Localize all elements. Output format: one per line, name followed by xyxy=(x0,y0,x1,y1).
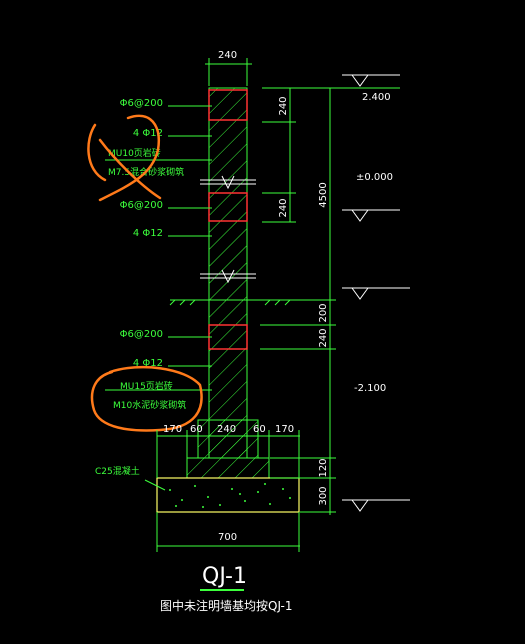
beam-dim-2: 240 xyxy=(278,198,289,217)
top-width-label: 240 xyxy=(218,50,237,61)
ring-beam-middle xyxy=(208,192,248,222)
leader-lines xyxy=(105,105,212,491)
elevation-bottom: -2.100 xyxy=(354,383,386,394)
concrete-label: C25混凝土 xyxy=(95,465,140,477)
upper-brick-label: MU10页岩砖 xyxy=(108,147,161,159)
concrete-speckle xyxy=(169,483,291,508)
stirrup-label-2: Φ6@200 xyxy=(120,200,163,211)
dim-240: 240 xyxy=(318,328,329,347)
elevation-top: 2.400 xyxy=(362,92,391,103)
markup-circle xyxy=(90,365,203,432)
total-height-dim: 4500 xyxy=(318,182,329,207)
elevation-symbol-zero xyxy=(342,209,400,222)
beam-dim-1: 240 xyxy=(278,96,289,115)
bottom-dim-240: 240 xyxy=(217,424,236,435)
dim-200: 200 xyxy=(318,303,329,322)
bottom-dimensions xyxy=(156,430,300,552)
elevation-symbol-mid xyxy=(342,287,410,300)
concrete-base xyxy=(156,477,300,513)
markup-cross-1 xyxy=(98,114,160,202)
wall-body xyxy=(156,87,300,513)
long-bar-label-1: 4 Φ12 xyxy=(133,128,163,139)
bottom-dim-170-right: 170 xyxy=(275,424,294,435)
long-bar-label-3: 4 Φ12 xyxy=(133,358,163,369)
right-dimensions xyxy=(260,87,400,515)
footing-dim-300: 300 xyxy=(318,486,329,505)
elevation-zero: ±0.000 xyxy=(356,172,393,183)
footing-dim-120: 120 xyxy=(318,458,329,477)
bottom-total-dim: 700 xyxy=(218,532,237,543)
break-marks xyxy=(200,175,256,284)
stirrup-label-3: Φ6@200 xyxy=(120,329,163,340)
ground-line xyxy=(169,299,300,306)
markup-annotations xyxy=(87,114,203,432)
top-dimension xyxy=(205,58,252,86)
lower-brick-label: MU15页岩砖 xyxy=(120,380,173,392)
stirrup-label-1: Φ6@200 xyxy=(120,98,163,109)
elevation-symbol-top xyxy=(342,74,400,87)
drawing-title: QJ-1 xyxy=(202,564,247,589)
bottom-dim-60-left: 60 xyxy=(190,424,203,435)
markup-cross-2 xyxy=(98,138,162,200)
lower-mortar-label: M10水泥砂浆砌筑 xyxy=(113,399,186,411)
bottom-dim-60-right: 60 xyxy=(253,424,266,435)
bottom-dim-170-left: 170 xyxy=(163,424,182,435)
ring-beam-top xyxy=(208,89,248,121)
long-bar-label-2: 4 Φ12 xyxy=(133,228,163,239)
drawing-note: 图中未注明墙基均按QJ-1 xyxy=(160,598,293,613)
elevation-markers xyxy=(342,74,410,512)
elevation-symbol-bottom xyxy=(342,499,410,512)
markup-bracket-left xyxy=(87,123,107,182)
